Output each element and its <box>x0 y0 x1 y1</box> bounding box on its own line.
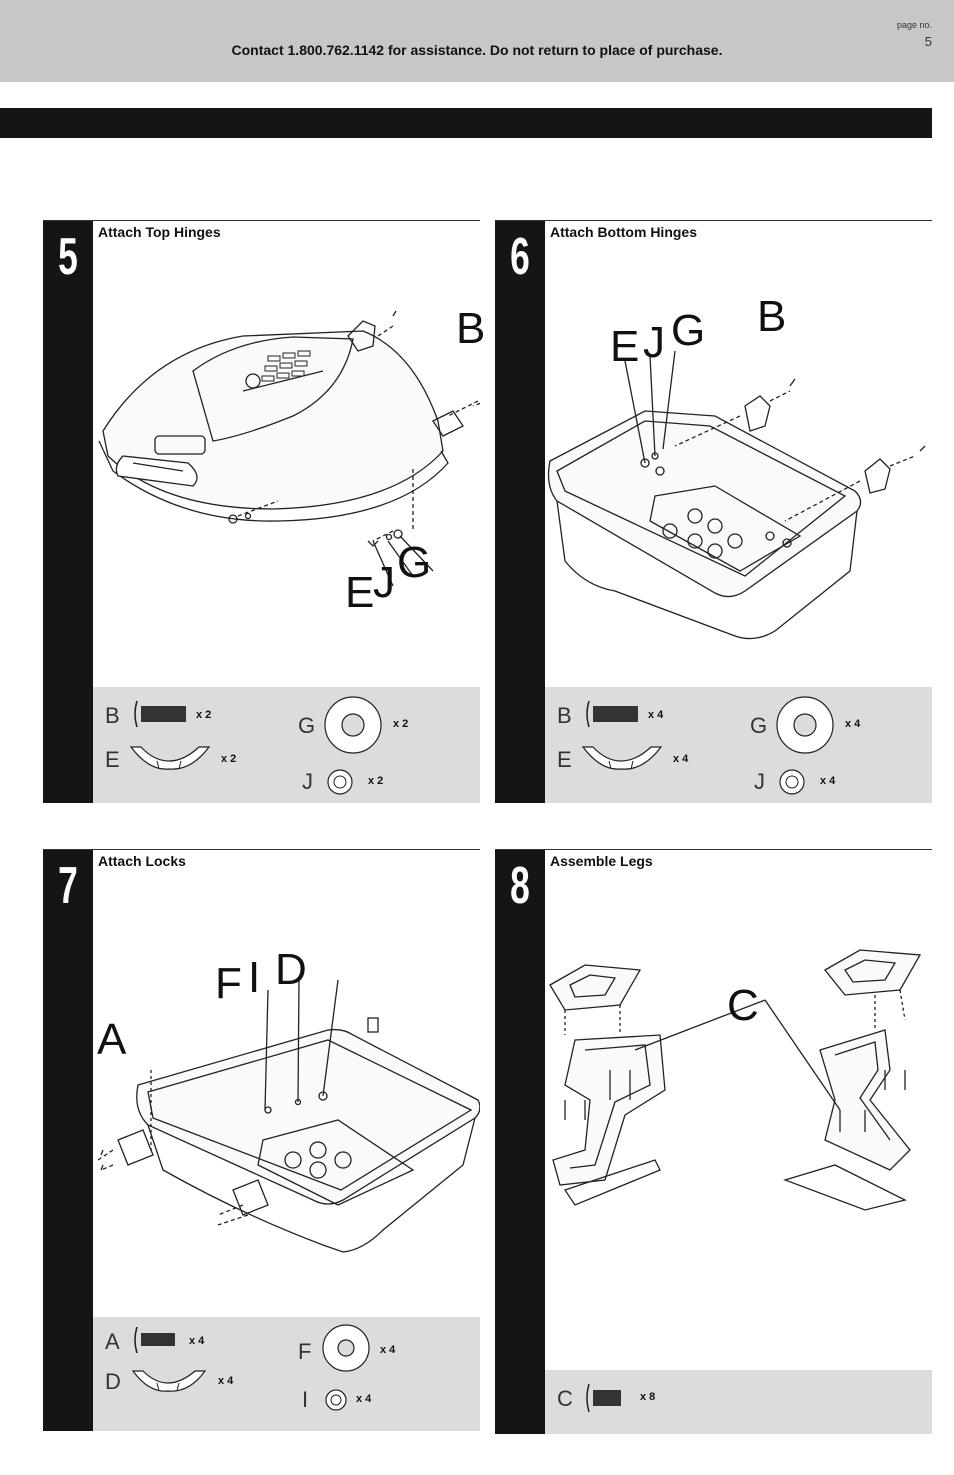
step-title: Assemble Legs <box>550 853 653 869</box>
grill-base-illustration <box>547 350 926 640</box>
part-letter: A <box>105 1329 120 1354</box>
wing-nut-icon <box>131 1370 207 1392</box>
lock-washer-icon <box>779 769 805 795</box>
parts-box: B x 2 E x 2 G x 2 J x 2 <box>93 687 480 803</box>
part-letter: D <box>105 1369 121 1394</box>
part-letter: C <box>557 1386 573 1411</box>
step-7-panel: 7 Attach Locks F I D A A x 4 D x <box>43 849 480 1431</box>
part-letter: F <box>298 1339 312 1364</box>
step-title: Attach Top Hinges <box>98 224 221 240</box>
washer-icon <box>324 696 382 754</box>
step-number-block: 6 <box>495 221 545 803</box>
step-number-block: 5 <box>43 221 93 803</box>
part-quantity: x 2 <box>221 753 237 765</box>
part-letter: J <box>302 769 313 794</box>
callout-G: G <box>671 306 706 355</box>
callout-D: D <box>275 945 307 994</box>
contact-notice: Contact 1.800.762.1142 for assistance. D… <box>231 42 723 58</box>
wing-nut-icon <box>581 746 663 770</box>
bolt-icon <box>586 1383 621 1413</box>
part-letter: G <box>750 713 768 738</box>
part-quantity: x 2 <box>368 775 384 787</box>
part-quantity: x 4 <box>356 1393 372 1405</box>
callout-A: A <box>97 1015 127 1064</box>
callout-E: E <box>345 568 375 617</box>
part-letter: E <box>557 747 572 772</box>
part-quantity: x 4 <box>218 1375 234 1387</box>
lock-washer-icon <box>327 769 353 795</box>
callout-E: E <box>610 322 640 371</box>
part-quantity: x 4 <box>189 1335 205 1347</box>
step-5-panel: 5 Attach Top Hinges B E <box>43 220 485 803</box>
parts-box: B x 4 E x 4 G x 4 J x 4 <box>545 687 932 803</box>
step-title: Attach Locks <box>98 853 186 869</box>
part-quantity: x 4 <box>380 1344 396 1356</box>
callout-B: B <box>456 304 486 353</box>
callout-J: J <box>643 318 665 367</box>
part-quantity: x 2 <box>196 709 212 721</box>
grill-lid-illustration <box>98 310 480 587</box>
parts-box: C x 8 <box>545 1370 932 1434</box>
part-quantity: x 2 <box>393 718 409 730</box>
step-number: 5 <box>58 228 78 286</box>
step-number: 7 <box>58 857 78 915</box>
callout-G: G <box>397 538 432 587</box>
step-title: Attach Bottom Hinges <box>550 224 697 240</box>
part-letter: E <box>105 747 120 772</box>
grill-legs-illustration <box>549 949 922 1211</box>
page-number-label: page no. <box>896 20 932 30</box>
step-number-block: 7 <box>43 850 93 1431</box>
step-number-block: 8 <box>495 850 545 1434</box>
part-letter: B <box>557 703 572 728</box>
callout-B: B <box>757 292 787 341</box>
part-quantity: x 4 <box>845 718 861 730</box>
bolt-icon <box>586 700 638 728</box>
grill-lock-illustration <box>97 979 480 1253</box>
part-letter: I <box>302 1387 309 1412</box>
step-number: 6 <box>510 228 530 286</box>
page-header: Contact 1.800.762.1142 for assistance. D… <box>0 0 954 82</box>
section-bar <box>0 108 932 138</box>
part-letter: B <box>105 703 120 728</box>
callout-C: C <box>727 981 759 1030</box>
callout-F: F <box>215 959 242 1008</box>
part-quantity: x 4 <box>648 709 664 721</box>
callout-I: I <box>248 953 261 1002</box>
step-6-panel: 6 Attach Bottom Hinges E J G B B x 4 E <box>495 220 932 803</box>
bolt-icon <box>134 1326 175 1354</box>
part-letter: G <box>298 713 316 738</box>
lock-washer-icon <box>325 1389 347 1411</box>
part-quantity: x 8 <box>640 1391 656 1403</box>
wing-nut-icon <box>129 746 211 770</box>
part-quantity: x 4 <box>673 753 689 765</box>
page-number: 5 <box>924 34 932 49</box>
callout-J: J <box>373 558 395 607</box>
part-quantity: x 4 <box>820 775 836 787</box>
step-8-panel: 8 Assemble Legs C C x 8 <box>495 849 932 1434</box>
bolt-icon <box>134 700 186 728</box>
part-letter: J <box>754 769 765 794</box>
washer-icon <box>322 1324 370 1372</box>
parts-box: A x 4 D x 4 F x 4 I x 4 <box>93 1317 480 1431</box>
step-number: 8 <box>510 857 530 915</box>
washer-icon <box>776 696 834 754</box>
